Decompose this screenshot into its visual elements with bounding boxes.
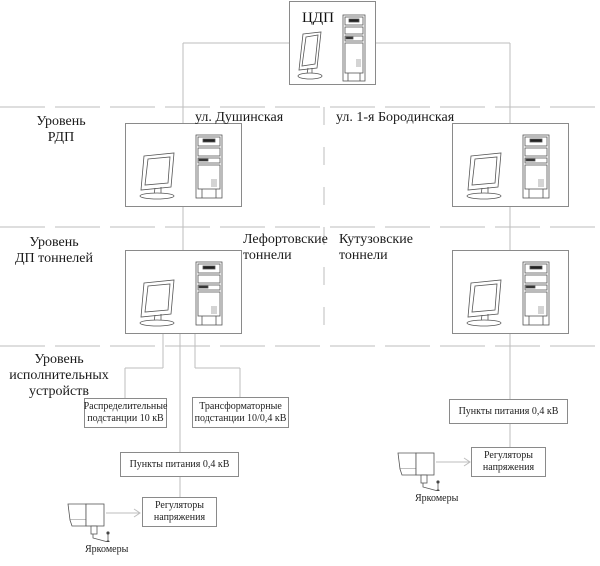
power-points-box-left[interactable]: Пункты питания 0,4 кВ — [120, 452, 239, 477]
dp-node-lefortovo[interactable] — [125, 250, 242, 334]
luminance-meter-icon — [67, 503, 110, 542]
power-points-box-right[interactable]: Пункты питания 0,4 кВ — [449, 399, 568, 424]
cdp-node[interactable]: ЦДП — [289, 1, 376, 85]
arrow-head-left — [133, 508, 141, 518]
workstation-icon — [139, 261, 223, 327]
level-label-exec: Уровень исполнительных устройств — [9, 352, 109, 399]
rdp-node-borodinskaya[interactable] — [452, 123, 569, 207]
dp-node-kutuzovsky[interactable] — [452, 250, 569, 334]
voltage-regulators-box-left[interactable]: Регуляторы напряжения — [142, 497, 217, 527]
workstation-icon — [139, 134, 223, 200]
workstation-icon — [466, 261, 550, 327]
tunnel-label-kutuzovsky: Кутузовские тоннели — [339, 232, 413, 263]
luminance-meter-icon — [397, 452, 440, 491]
street-label-borodinskaya: ул. 1-я Бородинская — [336, 110, 455, 125]
rdp-node-dushinskaya[interactable] — [125, 123, 242, 207]
voltage-regulators-box-right[interactable]: Регуляторы напряжения — [471, 447, 546, 477]
workstation-icon — [297, 14, 366, 82]
cdp-label: ЦДП — [302, 10, 334, 26]
street-label-dushinskaya: ул. Душинская — [195, 110, 284, 125]
transformer-substations-box[interactable]: Трансформаторные подстанции 10/0,4 кВ — [192, 397, 289, 428]
workstation-icon — [466, 134, 550, 200]
tunnel-label-lefortovo: Лефортовские тоннели — [243, 232, 328, 263]
level-label-dp: Уровень ДП тоннелей — [15, 235, 93, 266]
luminance-meters-label-right: Яркомеры — [415, 493, 459, 504]
level-label-rdp: Уровень РДП — [36, 114, 86, 145]
arrow-head-right — [463, 457, 471, 467]
distribution-substations-box[interactable]: Распределительные подстанции 10 кВ — [84, 398, 167, 428]
luminance-meters-label-left: Яркомеры — [85, 544, 129, 555]
